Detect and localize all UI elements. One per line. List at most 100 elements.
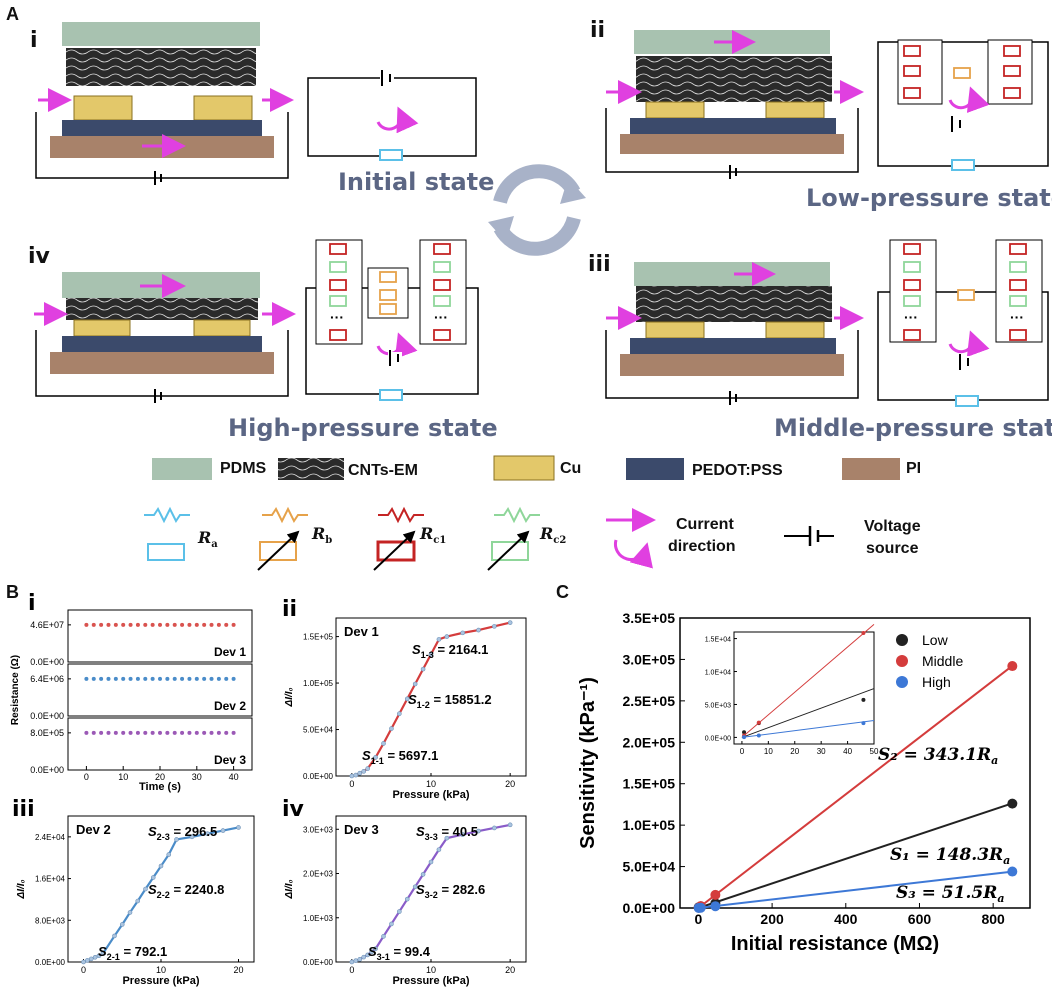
- tick-label: 5.0E+04: [303, 726, 334, 735]
- tick-label: 1.0E+05: [622, 817, 675, 833]
- data-point: [165, 676, 170, 681]
- tick-label: 10: [764, 747, 773, 756]
- data-point: [231, 730, 236, 735]
- data-point: [216, 730, 221, 735]
- data-point: [127, 910, 133, 915]
- pedot-layer: [62, 120, 262, 136]
- data-point: [113, 676, 118, 681]
- data-point: [202, 676, 207, 681]
- legend-pedot: PEDOT:PSS: [692, 462, 783, 479]
- inset-point: [742, 730, 747, 735]
- inset-point: [756, 720, 761, 725]
- legend-marker: [896, 655, 908, 667]
- legend-cu: Cu: [560, 460, 582, 477]
- data-point: [135, 730, 140, 735]
- label-b-iv: iv: [282, 797, 305, 822]
- data-point: [187, 622, 192, 627]
- equation-label: S₃ = 51.5Ra: [896, 883, 1004, 905]
- data-point: [353, 958, 359, 963]
- data-point: [349, 773, 355, 779]
- device-middle: ··· ···: [605, 239, 1049, 407]
- data-point: [194, 676, 199, 681]
- inset-fit-line: [741, 688, 875, 738]
- data-point: [172, 676, 177, 681]
- dev-label: Dev 3: [214, 753, 246, 767]
- panel-c-label: C: [556, 582, 569, 602]
- tick-label: 0.0E+00: [303, 772, 334, 781]
- data-point: [180, 730, 185, 735]
- tick-label: 10: [118, 772, 128, 782]
- plot-frame: [679, 617, 1031, 909]
- data-point: [444, 835, 450, 841]
- legend-current-2: direction: [668, 538, 736, 555]
- y-axis-title: ΔI/I₀: [16, 879, 27, 899]
- data-point: [231, 676, 236, 681]
- data-point: [119, 922, 125, 927]
- data-point: [121, 676, 126, 681]
- inset-point: [756, 733, 761, 738]
- data-point: [1007, 866, 1018, 877]
- legend-ra: Ra: [198, 528, 218, 551]
- pdms-layer: [62, 22, 260, 46]
- dev-label: Dev 1: [214, 645, 246, 659]
- data-point: [436, 637, 442, 642]
- tick-label: 6.4E+06: [30, 674, 64, 684]
- inset-point: [861, 630, 866, 635]
- tick-label: 20: [790, 747, 799, 756]
- state-low: Low-pressure state: [806, 184, 1052, 212]
- data-point: [202, 730, 207, 735]
- data-point: [224, 730, 229, 735]
- legend-label: Middle: [922, 653, 963, 669]
- tick-label: 600: [908, 911, 932, 927]
- tick-label: 40: [843, 747, 852, 756]
- tick-label: 0.0E+00: [303, 958, 334, 967]
- data-point: [106, 622, 111, 627]
- data-point: [143, 886, 148, 892]
- data-point: [150, 622, 155, 627]
- cycle-icon: [488, 164, 586, 256]
- tick-label: 0: [349, 965, 354, 975]
- x-axis-title: Pressure (kPa): [392, 975, 469, 987]
- tick-label: 1.6E+04: [35, 875, 66, 884]
- data-point: [373, 946, 378, 952]
- state-initial: Initial state: [338, 168, 495, 196]
- legend-voltage-2: source: [866, 540, 919, 557]
- data-point: [224, 622, 229, 627]
- legend-marker: [896, 634, 908, 646]
- data-point: [381, 741, 386, 746]
- tick-label: 5.0E+03: [705, 702, 731, 709]
- data-point: [507, 822, 513, 828]
- data-point: [99, 676, 104, 681]
- data-point: [84, 676, 89, 681]
- data-point: [88, 956, 94, 962]
- inset-frame: [733, 631, 875, 745]
- cnts-layer: [66, 48, 256, 86]
- data-point: [165, 622, 170, 627]
- panel-a-diagrams: ··· ···: [34, 22, 1049, 571]
- slope-2-label: S3-2 = 282.6: [416, 882, 485, 900]
- data-point: [202, 622, 207, 627]
- data-point: [220, 828, 226, 833]
- tick-label: 0.0E+00: [30, 765, 64, 775]
- data-point: [349, 959, 355, 965]
- inset-point: [861, 697, 866, 702]
- data-point: [143, 730, 148, 735]
- data-point: [365, 952, 370, 958]
- tick-label: 0: [84, 772, 89, 782]
- svg-text:···: ···: [904, 309, 918, 325]
- svg-text:···: ···: [1010, 309, 1024, 325]
- legend-rc1: Rc1: [420, 524, 447, 547]
- data-point: [135, 622, 140, 627]
- data-point: [135, 676, 140, 681]
- device-initial: [35, 22, 477, 185]
- y-axis-title: Sensitivity (kPa⁻¹): [577, 677, 599, 849]
- label-b-iii: iii: [12, 797, 35, 822]
- data-point: [389, 726, 394, 731]
- tick-label: 20: [505, 779, 515, 789]
- data-point: [492, 624, 497, 629]
- data-point: [428, 859, 434, 865]
- inset-point: [861, 721, 866, 726]
- panel-b-label: B: [6, 582, 19, 602]
- data-point: [158, 676, 162, 681]
